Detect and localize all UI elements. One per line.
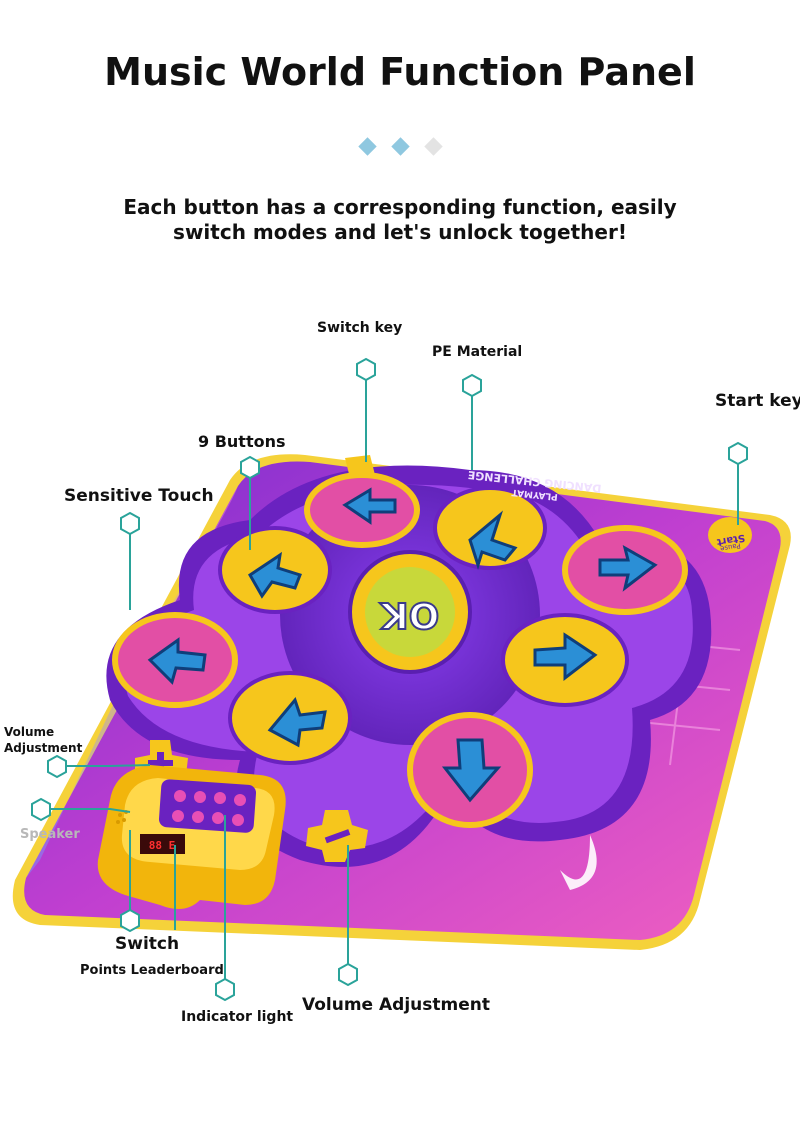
arrow-icon — [267, 696, 327, 748]
volume-minus-icon — [306, 810, 368, 862]
label-switch-key: Switch key — [317, 320, 403, 336]
switch-key-button — [345, 455, 375, 478]
page-subtitle: Each button has a corresponding function… — [100, 195, 700, 245]
label-line: Adjustment — [4, 741, 83, 755]
points-display — [140, 834, 185, 854]
arrow-icon — [468, 510, 518, 571]
arrow-icon — [248, 551, 302, 599]
start-pause-badge — [708, 517, 752, 553]
hexagon-marker-icon — [240, 455, 260, 480]
hexagon-marker-icon — [47, 754, 67, 779]
ok-label: OK — [380, 594, 440, 635]
hexagon-marker-icon — [215, 977, 235, 1002]
callout-lines — [50, 378, 739, 980]
subtitle-line: Each button has a corresponding function… — [123, 195, 677, 219]
label-indicator-light: Indicator light — [181, 1009, 294, 1025]
label-pe-material: PE Material — [432, 344, 523, 360]
label-volume-adjustment-bottom: Volume Adjustment — [302, 995, 490, 1015]
callout-markers — [31, 357, 748, 1002]
hexagon-marker-icon — [120, 511, 140, 536]
label-speaker: Speaker — [20, 827, 80, 842]
mat-printed-subtext: PLAYMAT — [510, 487, 558, 502]
start-badge-label: Start — [716, 532, 746, 548]
volume-plus-icon — [135, 740, 188, 790]
pause-badge-label: Pause — [720, 541, 742, 552]
points-display-value: 88 E — [149, 839, 176, 852]
label-9-buttons: 9 Buttons — [198, 432, 286, 451]
arrow-icon — [533, 632, 598, 682]
hexagon-marker-icon — [338, 962, 358, 987]
ok-button — [365, 567, 455, 657]
mat-buttons — [112, 472, 688, 828]
label-line: Volume — [4, 725, 55, 739]
hexagon-marker-icon — [356, 357, 376, 382]
page-title: Music World Function Panel — [104, 50, 696, 94]
hexagon-marker-icon — [462, 373, 482, 398]
label-volume-adjustment-left: Volume Adjustment — [4, 724, 82, 756]
label-start-key: Start key — [715, 391, 800, 411]
hexagon-marker-icon — [728, 441, 748, 466]
arrow-icon — [342, 487, 397, 525]
label-switch: Switch — [115, 934, 180, 954]
hexagon-marker-icon — [120, 908, 140, 933]
subtitle-line: switch modes and let's unlock together! — [173, 220, 627, 244]
arrow-icon — [147, 637, 207, 685]
label-sensitive-touch: Sensitive Touch — [64, 486, 214, 506]
hexagon-marker-icon — [31, 797, 51, 822]
label-points-leaderboard: Points Leaderboard — [80, 963, 224, 978]
controller-unit: 88 E — [97, 765, 286, 909]
controller-button-panel — [158, 779, 257, 833]
arrow-icon — [441, 738, 502, 803]
arrow-icon — [598, 544, 658, 592]
